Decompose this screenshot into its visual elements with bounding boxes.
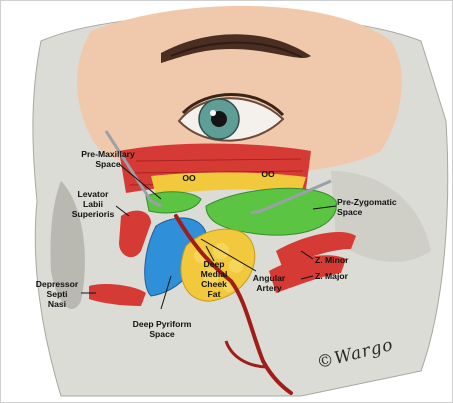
label-deep-pyriform-space: Deep Pyriform Space [132,319,192,339]
pre-zygomatic-space-shape [205,187,337,236]
retractor-right [250,179,332,215]
label-oo-left: OO [182,173,196,183]
label-pre-zygomatic-space: Pre-Zygomatic Space [337,197,397,217]
label-levator-labii-superioris: Levator Labii Superioris [71,189,115,219]
label-oo-right: OO [261,169,275,179]
label-angular-artery: Angular Artery [252,273,286,293]
depressor-septi-muscle [89,283,146,306]
eyebrow-hair [170,41,302,58]
nasal-aperture [50,181,85,310]
eye-highlight [210,110,216,116]
zygoma-shadow [331,171,431,262]
label-z-minor: Z. Minor [315,255,349,265]
label-depressor-septi-nasi: Depressor Septi Nasi [35,279,79,309]
leader-lines [81,163,337,310]
levator-labii-muscle [119,210,151,258]
eyebrow [161,34,311,63]
pre-maxillary-space-shape [145,191,202,214]
z-minor-muscle [276,231,356,269]
skin-flap [77,5,402,176]
label-deep-medial-cheek-fat: Deep Medial Cheek Fat [200,259,228,299]
retractor-left [104,130,162,208]
upper-eyelid [181,93,285,117]
label-pre-maxillary-space: Pre-Maxillary Space [81,149,135,169]
artery-branch [224,340,267,369]
angular-artery-vessel [174,214,293,395]
z-major-muscle [269,255,346,293]
label-z-major: Z. Major [315,271,348,281]
